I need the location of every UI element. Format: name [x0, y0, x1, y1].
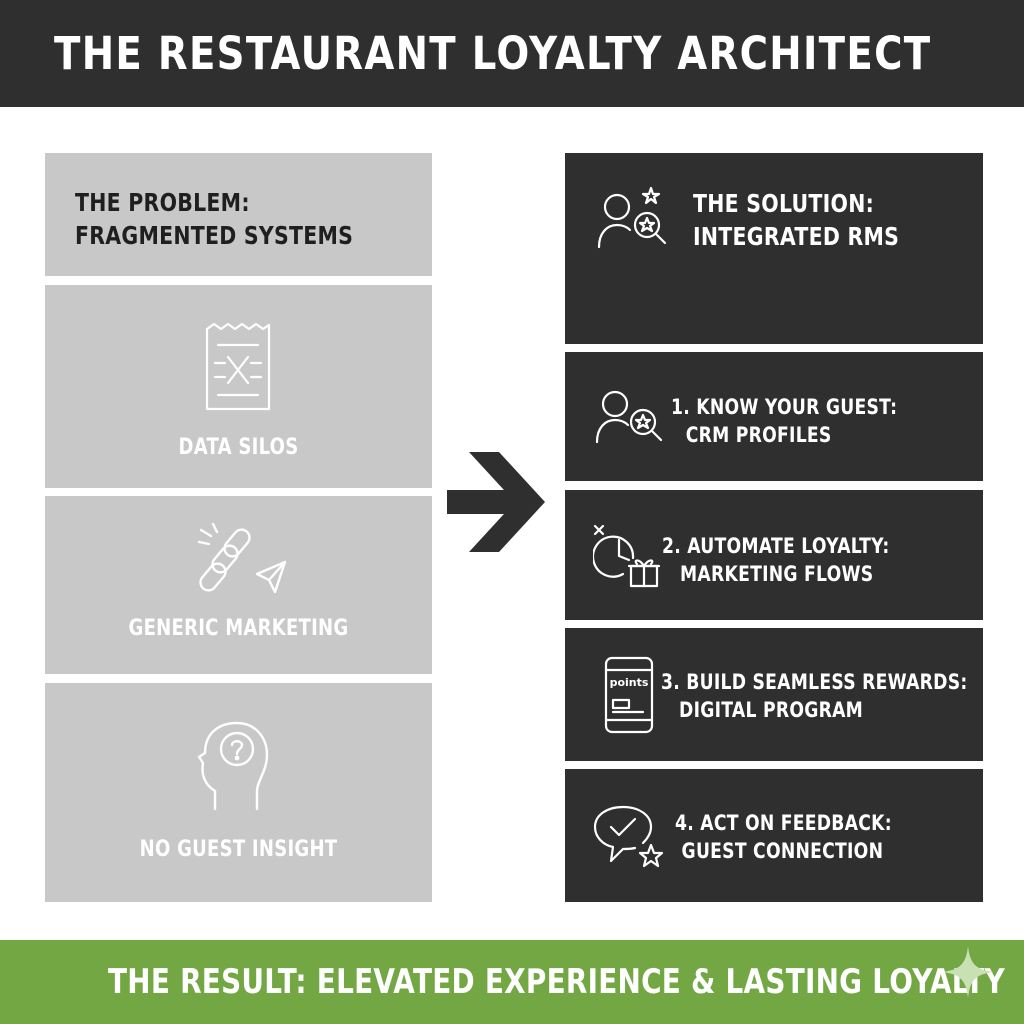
step-subtitle: DIGITAL PROGRAM	[679, 698, 864, 722]
step-subtitle: GUEST CONNECTION	[681, 839, 884, 863]
sparkle-icon	[942, 946, 994, 998]
user-star-search-icon	[597, 186, 667, 249]
step-text: 1. KNOW YOUR GUEST: CRM PROFILES	[671, 393, 897, 449]
solution-heading-line1: THE SOLUTION:	[693, 189, 875, 218]
solution-step-4: 4. ACT ON FEEDBACK: GUEST CONNECTION	[565, 769, 983, 902]
solution-heading-line2: INTEGRATED RMS	[693, 222, 900, 251]
chat-check-star-icon	[593, 805, 664, 868]
problem-item-label: GENERIC MARKETING	[128, 616, 349, 641]
problem-heading-line2: FRAGMENTED SYSTEMS	[75, 221, 354, 250]
user-search-icon	[595, 390, 663, 444]
header-bar: THE RESTAURANT LOYALTY ARCHITECT	[0, 0, 1024, 107]
result-bar: THE RESULT: ELEVATED EXPERIENCE & LASTIN…	[0, 940, 1024, 1024]
step-subtitle: CRM PROFILES	[685, 423, 832, 447]
step-subtitle: MARKETING FLOWS	[680, 562, 874, 586]
page-title: THE RESTAURANT LOYALTY ARCHITECT	[54, 27, 932, 80]
step-title: 2. AUTOMATE LOYALTY:	[662, 534, 890, 558]
problem-heading-box: THE PROBLEM: FRAGMENTED SYSTEMS	[45, 153, 432, 276]
phone-points-icon: points	[604, 656, 654, 734]
problem-item-no-guest-insight: NO GUEST INSIGHT	[45, 683, 432, 902]
solution-heading: THE SOLUTION: INTEGRATED RMS	[693, 187, 899, 253]
result-text: THE RESULT: ELEVATED EXPERIENCE & LASTIN…	[108, 962, 1005, 1002]
step-text: 2. AUTOMATE LOYALTY: MARKETING FLOWS	[662, 532, 889, 588]
solution-step-3: points 3. BUILD SEAMLESS REWARDS: DIGITA…	[565, 628, 983, 761]
step-title: 4. ACT ON FEEDBACK:	[675, 811, 892, 835]
problem-item-label: DATA SILOS	[178, 435, 299, 460]
arrow-right-icon	[447, 452, 545, 552]
problem-heading: THE PROBLEM: FRAGMENTED SYSTEMS	[75, 186, 353, 252]
step-title: 3. BUILD SEAMLESS REWARDS:	[661, 670, 968, 694]
problem-item-label: NO GUEST INSIGHT	[139, 837, 338, 862]
solution-step-1: 1. KNOW YOUR GUEST: CRM PROFILES	[565, 352, 983, 481]
problem-item-generic-marketing: GENERIC MARKETING	[45, 496, 432, 674]
head-question-icon	[197, 721, 269, 811]
step-text: 3. BUILD SEAMLESS REWARDS: DIGITAL PROGR…	[661, 668, 968, 724]
clock-gift-icon	[593, 524, 661, 588]
broken-link-icon	[197, 522, 287, 594]
points-label: points	[610, 676, 649, 689]
step-title: 1. KNOW YOUR GUEST:	[671, 395, 898, 419]
crossed-receipt-icon	[205, 322, 271, 411]
problem-heading-line1: THE PROBLEM:	[75, 188, 250, 217]
solution-step-2: 2. AUTOMATE LOYALTY: MARKETING FLOWS	[565, 490, 983, 620]
solution-heading-box: THE SOLUTION: INTEGRATED RMS	[565, 153, 983, 344]
problem-item-data-silos: DATA SILOS	[45, 285, 432, 488]
step-text: 4. ACT ON FEEDBACK: GUEST CONNECTION	[675, 809, 892, 865]
